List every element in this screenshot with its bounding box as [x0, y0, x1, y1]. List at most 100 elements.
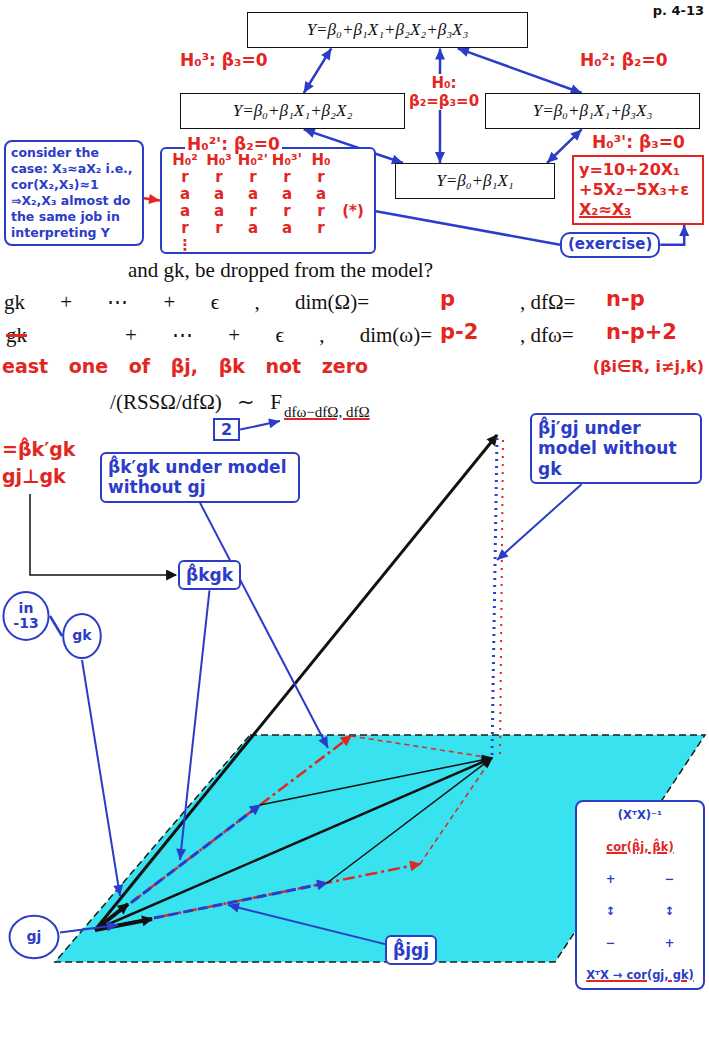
- table-cell: H₀: [304, 152, 338, 169]
- arrowhead: [435, 152, 445, 163]
- table-cell: +: [581, 872, 640, 886]
- note-text: , dfω=: [520, 323, 574, 348]
- table-cell: r: [202, 220, 236, 237]
- node-text: y=10+20X₁ +5X₂−5X₃+ε: [579, 160, 697, 200]
- arrowhead: [304, 81, 314, 93]
- node-text: gk: [72, 628, 91, 643]
- note-text: =β̂k′gk: [2, 438, 75, 460]
- correlation-box: (XᵀX)⁻¹cor(β̂j, β̂k)+−↕↕−+XᵀX → cor(gj, …: [575, 800, 705, 990]
- perpendicular-line: [351, 736, 492, 758]
- arrowhead: [497, 549, 509, 560]
- hypothesis-label: H₀²': β₂=0: [185, 134, 282, 154]
- decision-table: H₀²H₀³H₀²'H₀³'H₀rrrrraaaaaaarrr(*)rraar⋮: [160, 147, 376, 254]
- model-box: Y=β₀+β₁X₁: [395, 163, 555, 199]
- ellipse-shape: [10, 916, 59, 958]
- residual-line: [500, 440, 503, 756]
- table-cell: −: [640, 872, 699, 886]
- component-gj: [95, 883, 327, 930]
- note-text: (βi∈R, i≠j,k): [593, 357, 704, 376]
- table-cell: a: [168, 203, 202, 220]
- node-text: consider the case: X₃≈aX₂ i.e., cor(X₂,X…: [11, 145, 137, 241]
- hypothesis-label: H₀²: β₂=0: [578, 50, 670, 70]
- connector: [660, 225, 689, 245]
- leader-stroke: [180, 590, 209, 860]
- note-text: + ⋯ + ϵ , dim(ω)=: [125, 323, 432, 348]
- exercise-tag: (exercise): [560, 232, 660, 258]
- projection-gk-alone: [95, 736, 351, 930]
- table-cell: XᵀX → cor(gj, gk): [581, 968, 699, 982]
- table-cell: ↕: [581, 904, 640, 918]
- table-cell: r: [202, 169, 236, 186]
- leader-line: [82, 660, 123, 896]
- table-cell: H₀²': [236, 152, 270, 169]
- table-cell: ⋮: [168, 237, 202, 249]
- model-box: Y=β₀+β₁X₁+β₂X₂: [180, 93, 405, 129]
- hypothesis-label: H₀³': β₃=0: [590, 132, 687, 152]
- table-cell: r: [304, 169, 338, 186]
- leader-line: [60, 921, 118, 932]
- table-cell: H₀³': [270, 152, 304, 169]
- node-text: X₂≈X₃: [579, 200, 697, 220]
- leader-line: [30, 494, 176, 575]
- table-cell: r: [304, 220, 338, 237]
- connector: [144, 194, 160, 204]
- note-text: east one of βj, βk not zero: [2, 355, 368, 377]
- node-text: β̂k′gk under model without gj: [108, 457, 292, 498]
- node-text: gj: [27, 929, 42, 944]
- vector-circle: gk: [62, 612, 102, 660]
- node-text: β̂kgk: [186, 565, 233, 585]
- parallelogram-side: [327, 758, 492, 883]
- note-text: gk + ⋯ + ϵ , dim(Ω)=: [4, 290, 369, 315]
- note-text: gj⊥gk: [2, 465, 66, 487]
- table-cell: r: [168, 220, 202, 237]
- note-text: n-p: [606, 287, 645, 311]
- note-text: , dfΩ=: [520, 290, 575, 315]
- arrowhead: [148, 194, 160, 204]
- arrowhead: [435, 48, 445, 59]
- table-cell: a: [236, 220, 270, 237]
- fitted-vector: [95, 758, 492, 930]
- gj-vector: [95, 919, 152, 930]
- perpendicular-line: [420, 758, 492, 864]
- arrowhead: [268, 418, 280, 428]
- leader-line: [200, 503, 328, 748]
- arrowhead: [570, 129, 581, 140]
- leader-stroke: [200, 503, 328, 748]
- table-cell: H₀²: [168, 152, 202, 169]
- hypothesis-label: H₀³: β₃=0: [178, 50, 270, 70]
- arrowhead: [228, 903, 240, 913]
- table-cell: H₀³: [202, 152, 236, 169]
- arrowhead: [304, 128, 316, 137]
- leader-stroke: [82, 660, 120, 896]
- arrowhead: [547, 152, 558, 163]
- node-text: in -13: [6, 601, 46, 632]
- model-box: Y=β₀+β₁X₁+β₃X₃: [485, 93, 700, 129]
- node-text: β̂j′gj under model without gk: [538, 418, 694, 479]
- reference-circle: in -13: [2, 590, 50, 642]
- table-cell: a: [304, 186, 338, 203]
- table-cell: r: [236, 169, 270, 186]
- callout-box: β̂kgk: [178, 560, 241, 590]
- y-vector: [95, 435, 497, 930]
- arrowhead: [318, 736, 328, 748]
- node-text: (exercise): [568, 235, 652, 255]
- connector-line: [50, 616, 62, 636]
- table-cell: r: [168, 169, 202, 186]
- df-box: 2: [213, 418, 240, 441]
- table-cell: a: [202, 203, 236, 220]
- connector: [50, 616, 62, 636]
- table-cell: a: [270, 186, 304, 203]
- note-box: consider the case: X₃≈aX₂ i.e., cor(X₂,X…: [4, 140, 144, 246]
- parallelogram-side: [260, 758, 492, 805]
- hypothesis-label: H₀: β₂=β₃=0: [406, 74, 482, 110]
- leader-line: [176, 590, 209, 860]
- vector-circle: gj: [8, 914, 60, 960]
- projection-gj-alone: [95, 864, 420, 930]
- component-gk: [95, 805, 260, 930]
- connector: [304, 48, 332, 93]
- node-text: Y=β₀+β₁X₁+β₂X₂+β₃X₃: [258, 20, 517, 40]
- ellipse-shape: [63, 614, 101, 658]
- residual-line: [492, 438, 497, 755]
